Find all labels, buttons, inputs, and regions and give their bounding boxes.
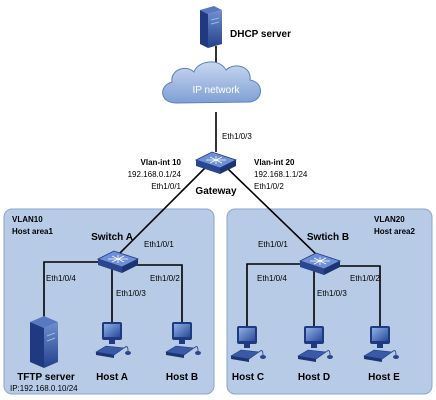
host-d-icon [297,326,333,362]
links [43,46,381,326]
switch-a-port-3: Eth1/0/3 [116,289,146,298]
gateway-vlan-int20-label: Vlan-int 20 [254,158,295,167]
host-b-label: Host B [166,372,198,383]
gateway-port-right: Eth1/0/2 [254,182,284,191]
area1-vlan-label: VLAN10 [12,215,43,224]
switch-b-port-up: Eth1/0/1 [258,240,288,249]
switch-b-port-2: Eth1/0/2 [350,274,380,283]
host-a-label: Host A [96,372,128,383]
dhcp-server-icon [200,6,222,48]
switch-a-icon [96,250,140,273]
gateway-vlan20-ip: 192.168.1.1/24 [254,170,308,179]
link-gateway-switch-b [225,166,319,257]
gateway-port-up: Eth1/0/3 [222,132,252,141]
gateway-port-left: Eth1/0/1 [151,182,181,191]
host-a-icon [95,322,131,358]
area2-name-label: Host area2 [374,227,415,236]
switch-a-port-4: Eth1/0/4 [46,274,76,283]
host-e-label: Host E [368,372,400,383]
tftp-server-label: TFTP server [17,372,75,383]
host-c-icon [230,326,266,362]
link-gateway-switch-a [117,166,207,256]
gateway-switch-icon [194,151,238,174]
switch-b-label: Swtich B [307,232,349,243]
host-d-label: Host D [298,372,330,383]
link-switch-b-host-c [246,263,302,326]
ip-network-cloud-icon [162,61,261,104]
gateway-vlan10-ip: 192.168.0.1/24 [128,170,182,179]
tftp-server-icon [30,316,58,368]
link-switch-b-host-e [330,265,381,326]
switch-b-port-4: Eth1/0/4 [257,274,287,283]
switch-a-port-up: Eth1/0/1 [144,240,174,249]
dhcp-server-label: DHCP server [230,29,291,40]
host-b-icon [165,322,201,358]
switch-a-label: Switch A [91,232,133,243]
host-c-label: Host C [232,372,264,383]
link-switch-a-tftp [43,261,100,318]
link-switch-a-host-b [128,264,183,322]
area2-vlan-label: VLAN20 [374,215,405,224]
switch-a-port-2: Eth1/0/2 [150,274,180,283]
switch-b-icon [298,252,342,275]
ip-network-label: IP network [192,85,240,96]
gateway-label: Gateway [195,186,237,197]
area1-name-label: Host area1 [12,227,53,236]
gateway-vlan-int10-label: Vlan-int 10 [141,158,182,167]
tftp-server-ip: IP:192.168.0.10/24 [10,384,78,393]
switch-b-port-3: Eth1/0/3 [317,289,347,298]
host-e-icon [363,326,399,362]
